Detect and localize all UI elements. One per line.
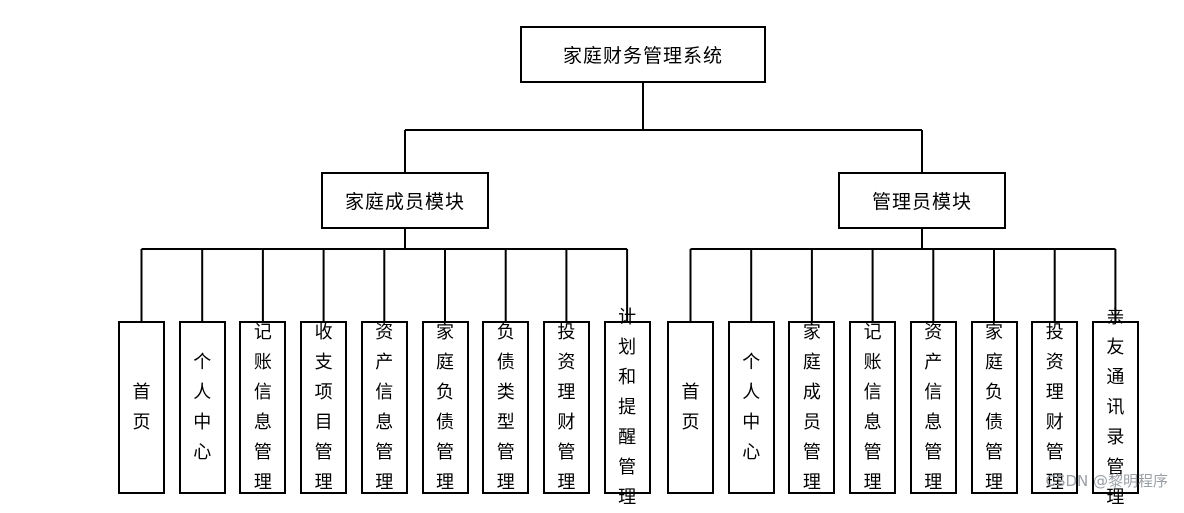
leaf-box-1-3: 记账信息管理 [849,321,897,494]
leaf-box-1-2: 家庭成员管理 [788,321,836,494]
leaf-box-1-7: 亲友通讯录管理 [1091,307,1139,508]
watermark: CSDN @黎明程序 [1045,472,1168,490]
leaf-box-0-4: 资产信息管理 [360,321,408,494]
leaf-box-1-6: 投资理财管理 [1031,321,1079,494]
leaf-box-1-0: 首页 [667,321,714,494]
leaf-box-0-6: 负债类型管理 [482,321,530,494]
leaf-box-0-7: 投资理财管理 [542,321,590,494]
leaf-box-1-5: 家庭负债管理 [970,321,1018,494]
org-chart: 家庭财务管理系统家庭成员模块首页个人中心记账信息管理收支项目管理资产信息管理家庭… [118,26,1139,508]
root-title-box: 家庭财务管理系统 [520,26,766,83]
leaf-box-1-1: 个人中心 [727,321,775,494]
leaf-box-1-4: 资产信息管理 [909,321,957,494]
leaf-box-0-1: 个人中心 [178,321,226,494]
leaf-box-0-5: 家庭负债管理 [421,321,469,494]
leaf-box-0-2: 记账信息管理 [239,321,287,494]
module-box-0: 家庭成员模块 [321,172,489,229]
leaf-box-0-3: 收支项目管理 [300,321,348,494]
module-box-1: 管理员模块 [838,172,1006,229]
connector-lines [140,83,1117,321]
leaf-box-0-0: 首页 [118,321,165,494]
leaf-box-0-8: 计划和提醒管理 [603,307,651,508]
